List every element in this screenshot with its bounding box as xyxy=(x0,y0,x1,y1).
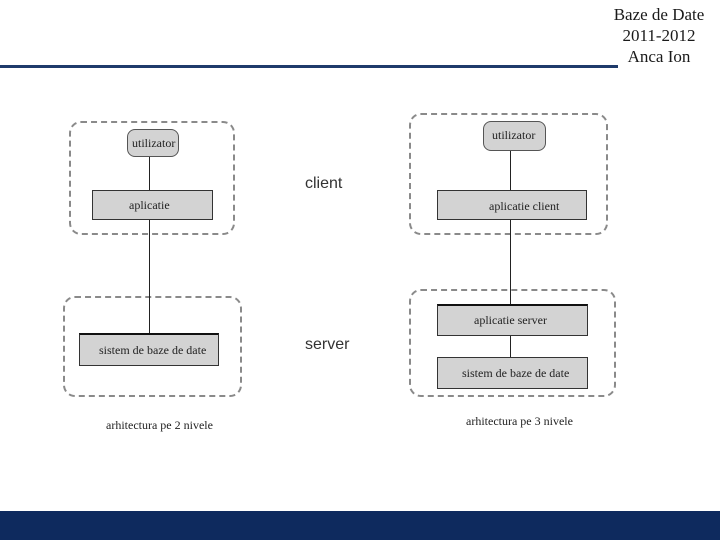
two-tier-app-label: aplicatie xyxy=(129,198,170,212)
two-tier-server-zone xyxy=(63,296,242,397)
tier-label-server: server xyxy=(305,336,350,353)
three-tier-user-node: utilizator xyxy=(483,121,546,151)
three-tier-server-app-label: aplicatie server xyxy=(474,313,547,327)
course-title: Baze de Date xyxy=(613,5,705,24)
two-tier-db-label: sistem de baze de date xyxy=(99,342,207,357)
three-tier-client-app-label: aplicatie client xyxy=(489,198,560,213)
course-years: 2011-2012 xyxy=(622,26,696,45)
three-tier-server-zone xyxy=(409,289,616,397)
two-tier-client-zone xyxy=(69,121,235,235)
three-tier-user-label: utilizator xyxy=(492,128,536,142)
header-divider xyxy=(0,65,618,68)
three-tier-client-zone xyxy=(409,113,608,235)
author-name: Anca Ion xyxy=(627,47,691,66)
two-tier-app-node: aplicatie xyxy=(92,190,213,220)
tier-label-client: client xyxy=(305,175,343,192)
three-tier-client-app-node: aplicatie client xyxy=(437,190,587,220)
three-tier-connector xyxy=(510,150,511,358)
three-tier-server-app-node: aplicatie server xyxy=(437,304,588,336)
footer-bar xyxy=(0,511,720,540)
two-tier-caption: arhitectura pe 2 nivele xyxy=(106,418,213,432)
two-tier-user-label: utilizator xyxy=(132,135,176,150)
two-tier-user-node: utilizator xyxy=(127,129,179,157)
three-tier-caption: arhitectura pe 3 nivele xyxy=(466,414,573,428)
slide-header: Baze de Date 2011-2012 Anca Ion xyxy=(604,4,714,67)
two-tier-connector xyxy=(149,156,150,335)
three-tier-db-node: sistem de baze de date xyxy=(437,357,588,389)
three-tier-db-label: sistem de baze de date xyxy=(462,365,570,380)
two-tier-db-node: sistem de baze de date xyxy=(79,333,219,366)
